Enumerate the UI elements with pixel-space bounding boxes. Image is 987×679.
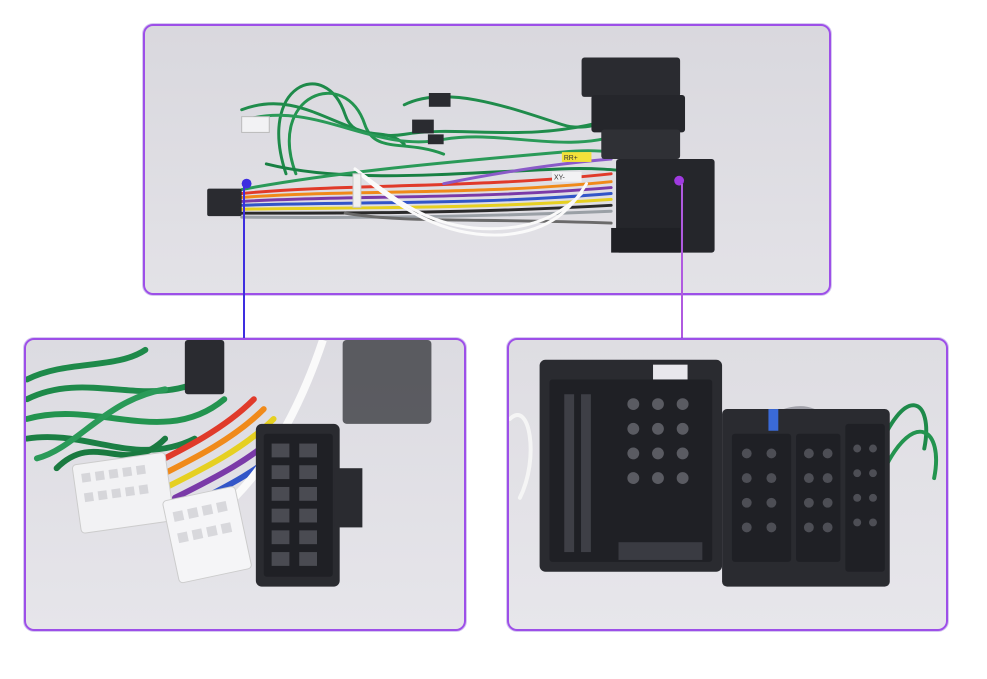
harness-overview-panel: full harness overview (143, 24, 831, 295)
quadlock-closeup-panel: black quadlock connector close-up (507, 338, 948, 631)
small-black-plug-2 (412, 119, 434, 134)
small-black-plug-3 (427, 134, 444, 145)
wire-tag-white (552, 171, 582, 182)
right-closeup-image (509, 359, 939, 587)
white-plug-front (71, 452, 175, 534)
black-iso-connector (207, 188, 242, 217)
green-wire-mesh (26, 346, 228, 472)
panel-title: full harness overview (145, 26, 146, 27)
panel-title: white plug and black ISO connector close… (26, 340, 27, 341)
harness-overview-image: RR+ XY- (207, 57, 715, 253)
background-connector (342, 340, 432, 424)
large-quadlock-connector (539, 359, 723, 572)
small-black-plug-1 (428, 92, 451, 107)
panel-title: black quadlock connector close-up (509, 340, 510, 341)
iso-block-connector (722, 409, 890, 587)
wire-tag-text-1: RR+ (564, 155, 578, 162)
quadlock-connector-stack (581, 57, 715, 253)
black-small-connector (184, 340, 225, 395)
small-white-plug (241, 116, 270, 133)
white-plug-closeup-panel: white plug and black ISO connector close… (24, 338, 466, 631)
wire-tag-yellow (561, 152, 592, 162)
zip-tie (352, 173, 362, 208)
callout-dot-left (241, 178, 252, 189)
white-plug-back (162, 486, 252, 584)
white-wires (353, 167, 588, 237)
wire-tag-text-2: XY- (554, 175, 565, 182)
left-closeup-image (26, 340, 432, 587)
black-iso-connector (255, 423, 363, 587)
